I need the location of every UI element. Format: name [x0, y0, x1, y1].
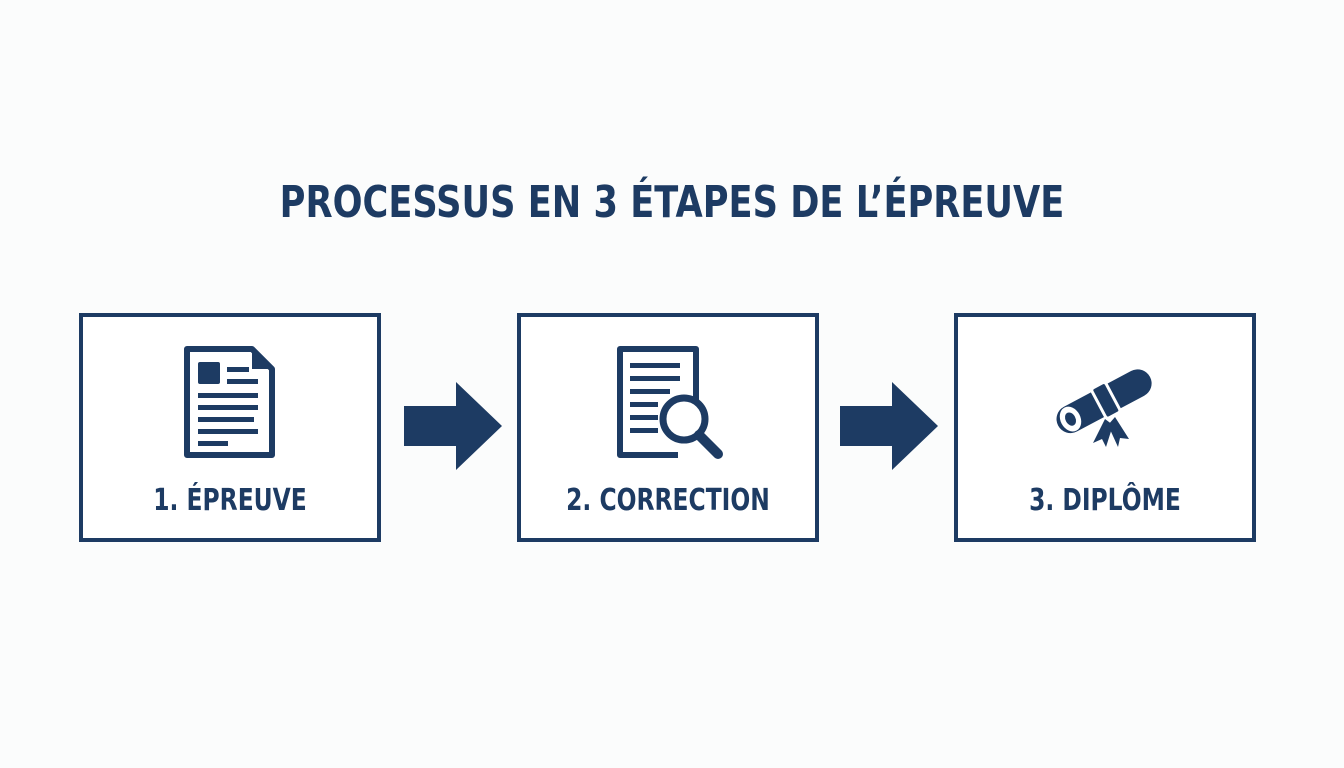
step-diplome: 3. DIPLÔME: [954, 313, 1256, 542]
step-label: 2. CORRECTION: [566, 483, 770, 518]
step-correction: 2. CORRECTION: [517, 313, 819, 542]
arrow-right-icon: [404, 382, 502, 470]
step-label: 3. DIPLÔME: [1029, 483, 1181, 518]
step-epreuve: 1. ÉPREUVE: [79, 313, 381, 542]
diagram-title: PROCESSUS EN 3 ÉTAPES DE L’ÉPREUVE: [279, 177, 1065, 228]
step-label: 1. ÉPREUVE: [153, 483, 307, 518]
document-search-icon: [608, 343, 728, 463]
arrow-right-icon: [840, 382, 938, 470]
document-icon: [170, 343, 290, 463]
diploma-scroll-icon: [1045, 343, 1165, 463]
